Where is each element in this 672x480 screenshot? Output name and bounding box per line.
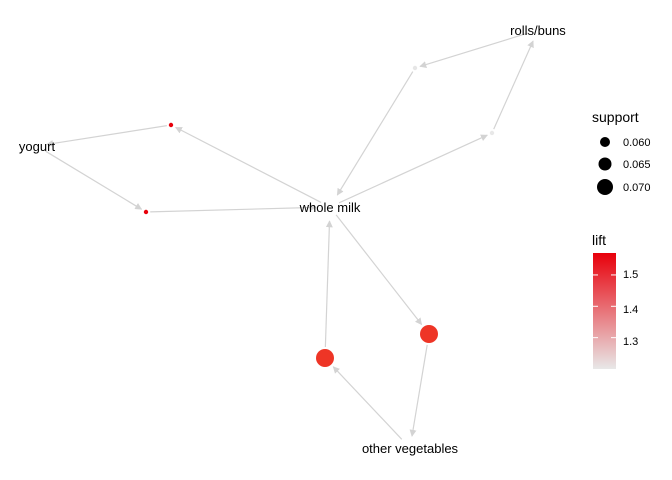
item-label-other-vegetables: other vegetables	[362, 441, 459, 456]
support-legend-title: support	[592, 109, 639, 125]
support-legend-label-1: 0.065	[623, 159, 651, 171]
lift-legend-title: lift	[592, 232, 606, 248]
edge-milk-to-r3	[174, 126, 322, 203]
edge-r3-to-yogurt	[46, 125, 167, 147]
lift-legend: lift 1.5 1.4 1.3	[592, 232, 638, 369]
edge-r2-to-rolls	[493, 40, 534, 130]
rule-node-r5[interactable]	[420, 325, 438, 343]
edge-r5-to-veg	[409, 344, 428, 437]
support-legend-key-medium	[598, 157, 612, 171]
edge-milk-to-r2	[338, 134, 488, 204]
edge-veg-to-r6	[332, 366, 403, 440]
support-legend-key-small	[600, 137, 610, 147]
lift-colorbar	[593, 253, 616, 369]
support-legend-label-2: 0.070	[623, 182, 651, 194]
rule-node-r2[interactable]	[489, 130, 495, 136]
edge-r1-to-milk	[336, 71, 414, 196]
rule-node-r6[interactable]	[316, 349, 334, 367]
item-labels-layer: rolls/buns yogurt whole milk other veget…	[19, 23, 566, 456]
item-label-yogurt: yogurt	[19, 139, 56, 154]
edge-yogurt-to-r4	[45, 150, 143, 210]
item-label-rolls-buns: rolls/buns	[510, 23, 566, 38]
support-legend-key-large	[597, 179, 613, 195]
lift-legend-label-1: 1.4	[623, 304, 638, 316]
edge-milk-to-r5	[335, 214, 423, 326]
rule-node-r3[interactable]	[168, 122, 174, 128]
rule-node-r1[interactable]	[412, 65, 418, 71]
lift-legend-label-2: 1.3	[623, 336, 638, 348]
edges-layer	[45, 32, 534, 440]
edge-rolls-to-r1	[419, 32, 529, 68]
edge-r4-to-milk	[150, 204, 317, 213]
rule-node-r4[interactable]	[143, 209, 149, 215]
rule-nodes-layer	[143, 65, 495, 367]
edge-r6-to-milk	[324, 220, 333, 348]
item-label-whole-milk: whole milk	[299, 200, 361, 215]
lift-colorbar-ticks	[593, 274, 616, 339]
support-legend-label-0: 0.060	[623, 137, 651, 149]
support-legend: support 0.060 0.065 0.070	[592, 109, 651, 195]
lift-legend-label-0: 1.5	[623, 269, 638, 281]
